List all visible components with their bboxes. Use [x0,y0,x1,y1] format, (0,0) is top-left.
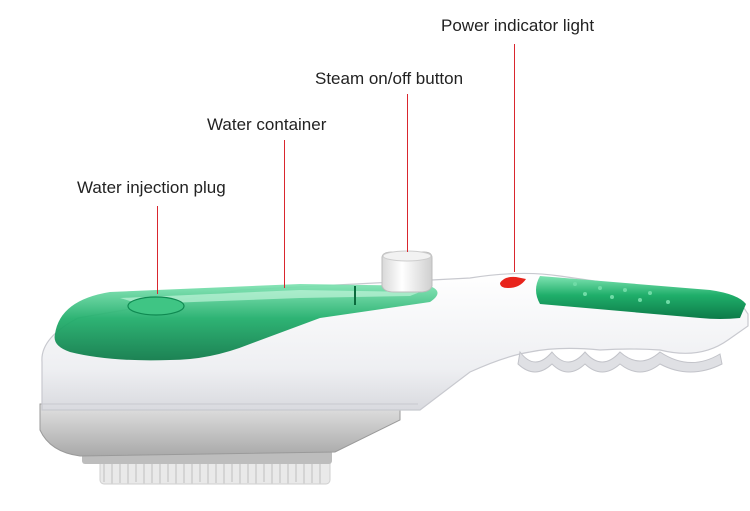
label-power-indicator: Power indicator light [441,16,595,35]
handle-grip [517,350,723,373]
label-steam-button: Steam on/off button [315,69,464,88]
steam-button-shape [381,250,433,293]
leader-water-plug [157,206,158,294]
label-water-injection-plug: Water injection plug [77,178,226,197]
handle-panel-dots [573,282,670,304]
leader-water-container [284,140,285,288]
tank-highlight [120,290,420,304]
leader-steam [407,94,408,252]
grey-base [39,403,401,457]
power-indicator-shape [500,276,526,288]
green-handle-panel [536,276,746,319]
label-water-container: Water container [207,115,327,134]
water-injection-plug-shape [127,296,185,316]
leader-power [514,44,515,272]
